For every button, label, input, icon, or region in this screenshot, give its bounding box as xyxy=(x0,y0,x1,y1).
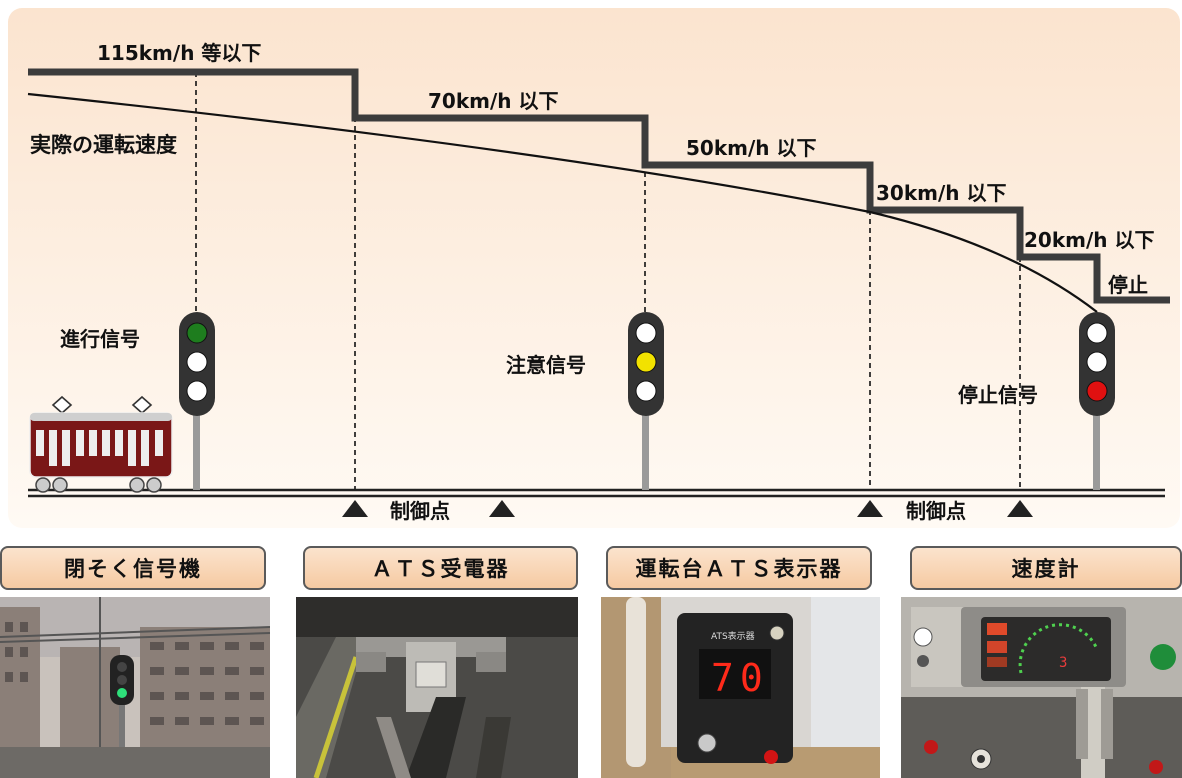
speed-limit-label-50: 50km/h 以下 xyxy=(686,136,816,160)
caption-block-signal: 閉そく信号機 xyxy=(0,546,266,590)
signal-pole xyxy=(1093,410,1100,490)
control-point-label: 制御点 xyxy=(390,499,450,523)
signal-lamp-bottom xyxy=(1086,380,1108,402)
signal-lamp-middle xyxy=(1086,351,1108,373)
speedometer-arc xyxy=(1018,623,1098,674)
train-roof-stripe xyxy=(30,413,172,421)
train-icon xyxy=(29,395,173,493)
signal-lamp-middle xyxy=(635,351,657,373)
signal-lamp-top xyxy=(635,322,657,344)
signal-lamp-middle xyxy=(186,351,208,373)
signal-pole xyxy=(193,410,200,490)
signal-pole xyxy=(642,410,649,490)
train-windows xyxy=(36,430,163,466)
speed-limit-label-70: 70km/h 以下 xyxy=(428,89,558,113)
signal-proceed xyxy=(179,312,215,490)
signal-label-caution: 注意信号 xyxy=(506,353,586,377)
photo-ats-receiver xyxy=(296,597,578,778)
ats-speed-readout: 70 xyxy=(711,656,769,700)
control-point-triangle xyxy=(857,500,883,517)
actual-speed-curve xyxy=(27,92,1098,313)
photo-speedometer: 3 xyxy=(901,597,1182,778)
signal-caution xyxy=(628,312,664,490)
signal-lamp-top xyxy=(186,322,208,344)
control-point-markers xyxy=(342,500,1033,517)
speed-limit-line xyxy=(28,68,1170,304)
photo-cab-ats-display: ATS表示器 70 xyxy=(601,597,880,778)
speed-limit-label-115: 115km/h 等以下 xyxy=(97,41,261,65)
signal-lamp-bottom xyxy=(635,380,657,402)
svg-text:3: 3 xyxy=(1059,655,1067,671)
speed-limit-label-stop: 停止 xyxy=(1108,273,1148,297)
signal-label-proceed: 進行信号 xyxy=(60,327,140,351)
signal-lamp-top xyxy=(1086,322,1108,344)
speed-limit-label-20: 20km/h 以下 xyxy=(1024,228,1154,252)
caption-cab-ats-display: 運転台ＡＴＳ表示器 xyxy=(606,546,872,590)
caption-ats-receiver: ＡＴＳ受電器 xyxy=(303,546,578,590)
control-point-triangle xyxy=(342,500,368,517)
signal-label-stop: 停止信号 xyxy=(958,383,1038,407)
signal-lamp-bottom xyxy=(186,380,208,402)
caption-speedometer: 速度計 xyxy=(910,546,1182,590)
diagram-background xyxy=(8,8,1180,528)
ats-panel-label: ATS表示器 xyxy=(711,630,755,642)
control-point-triangle xyxy=(489,500,515,517)
signal-stop xyxy=(1079,312,1115,490)
photo-block-signal xyxy=(0,597,270,778)
speed-limit-label-30: 30km/h 以下 xyxy=(876,181,1006,205)
control-point-label: 制御点 xyxy=(906,499,966,523)
actual-speed-label: 実際の運転速度 xyxy=(30,133,177,157)
control-point-triangle xyxy=(1007,500,1033,517)
train-wheels xyxy=(35,477,162,493)
